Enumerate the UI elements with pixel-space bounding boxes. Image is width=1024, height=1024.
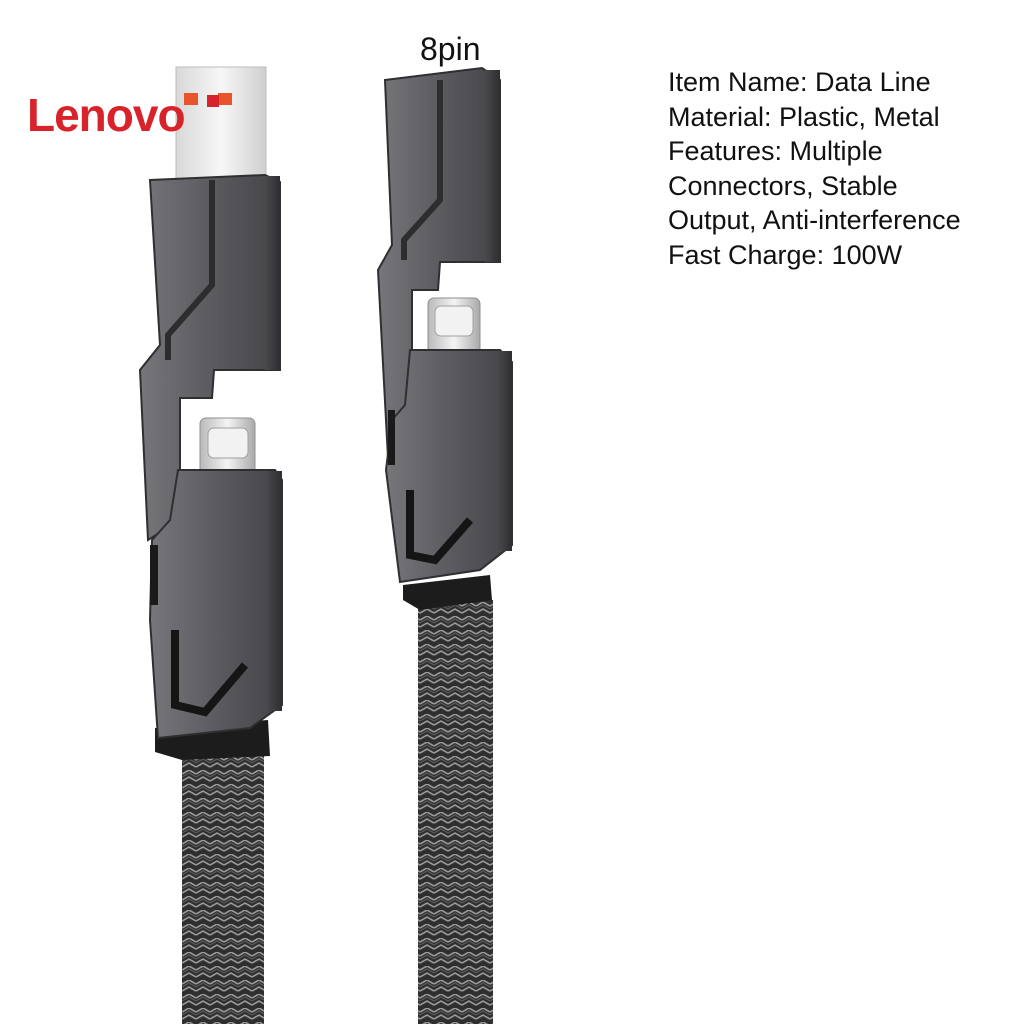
spec-list: Item Name: Data Line Material: Plastic, …	[668, 65, 1013, 272]
spec-line: Output, Anti-interference	[668, 205, 961, 235]
brand-logo-mark-icon	[207, 95, 219, 107]
left-cable	[138, 66, 283, 1024]
spec-line: Connectors, Stable	[668, 170, 898, 201]
right-type-c-tip	[427, 297, 481, 355]
spec-line: Material: Plastic, Metal	[668, 101, 940, 132]
right-braided-cable	[418, 600, 493, 1024]
spec-line: Fast Charge: 100W	[668, 239, 903, 270]
spec-line: Item Name: Data Line	[668, 67, 931, 97]
right-cable	[376, 66, 513, 1024]
left-type-c-tip	[199, 417, 256, 477]
connector-label: 8pin	[420, 31, 481, 67]
usb-a-orange-insert	[184, 93, 198, 105]
usb-a-plug	[175, 66, 267, 180]
brand-logo: Lenovo	[27, 89, 186, 141]
spec-line: Features: Multiple	[668, 136, 883, 166]
right-rubber-collar	[403, 575, 492, 610]
left-braided-cable	[182, 745, 264, 1024]
